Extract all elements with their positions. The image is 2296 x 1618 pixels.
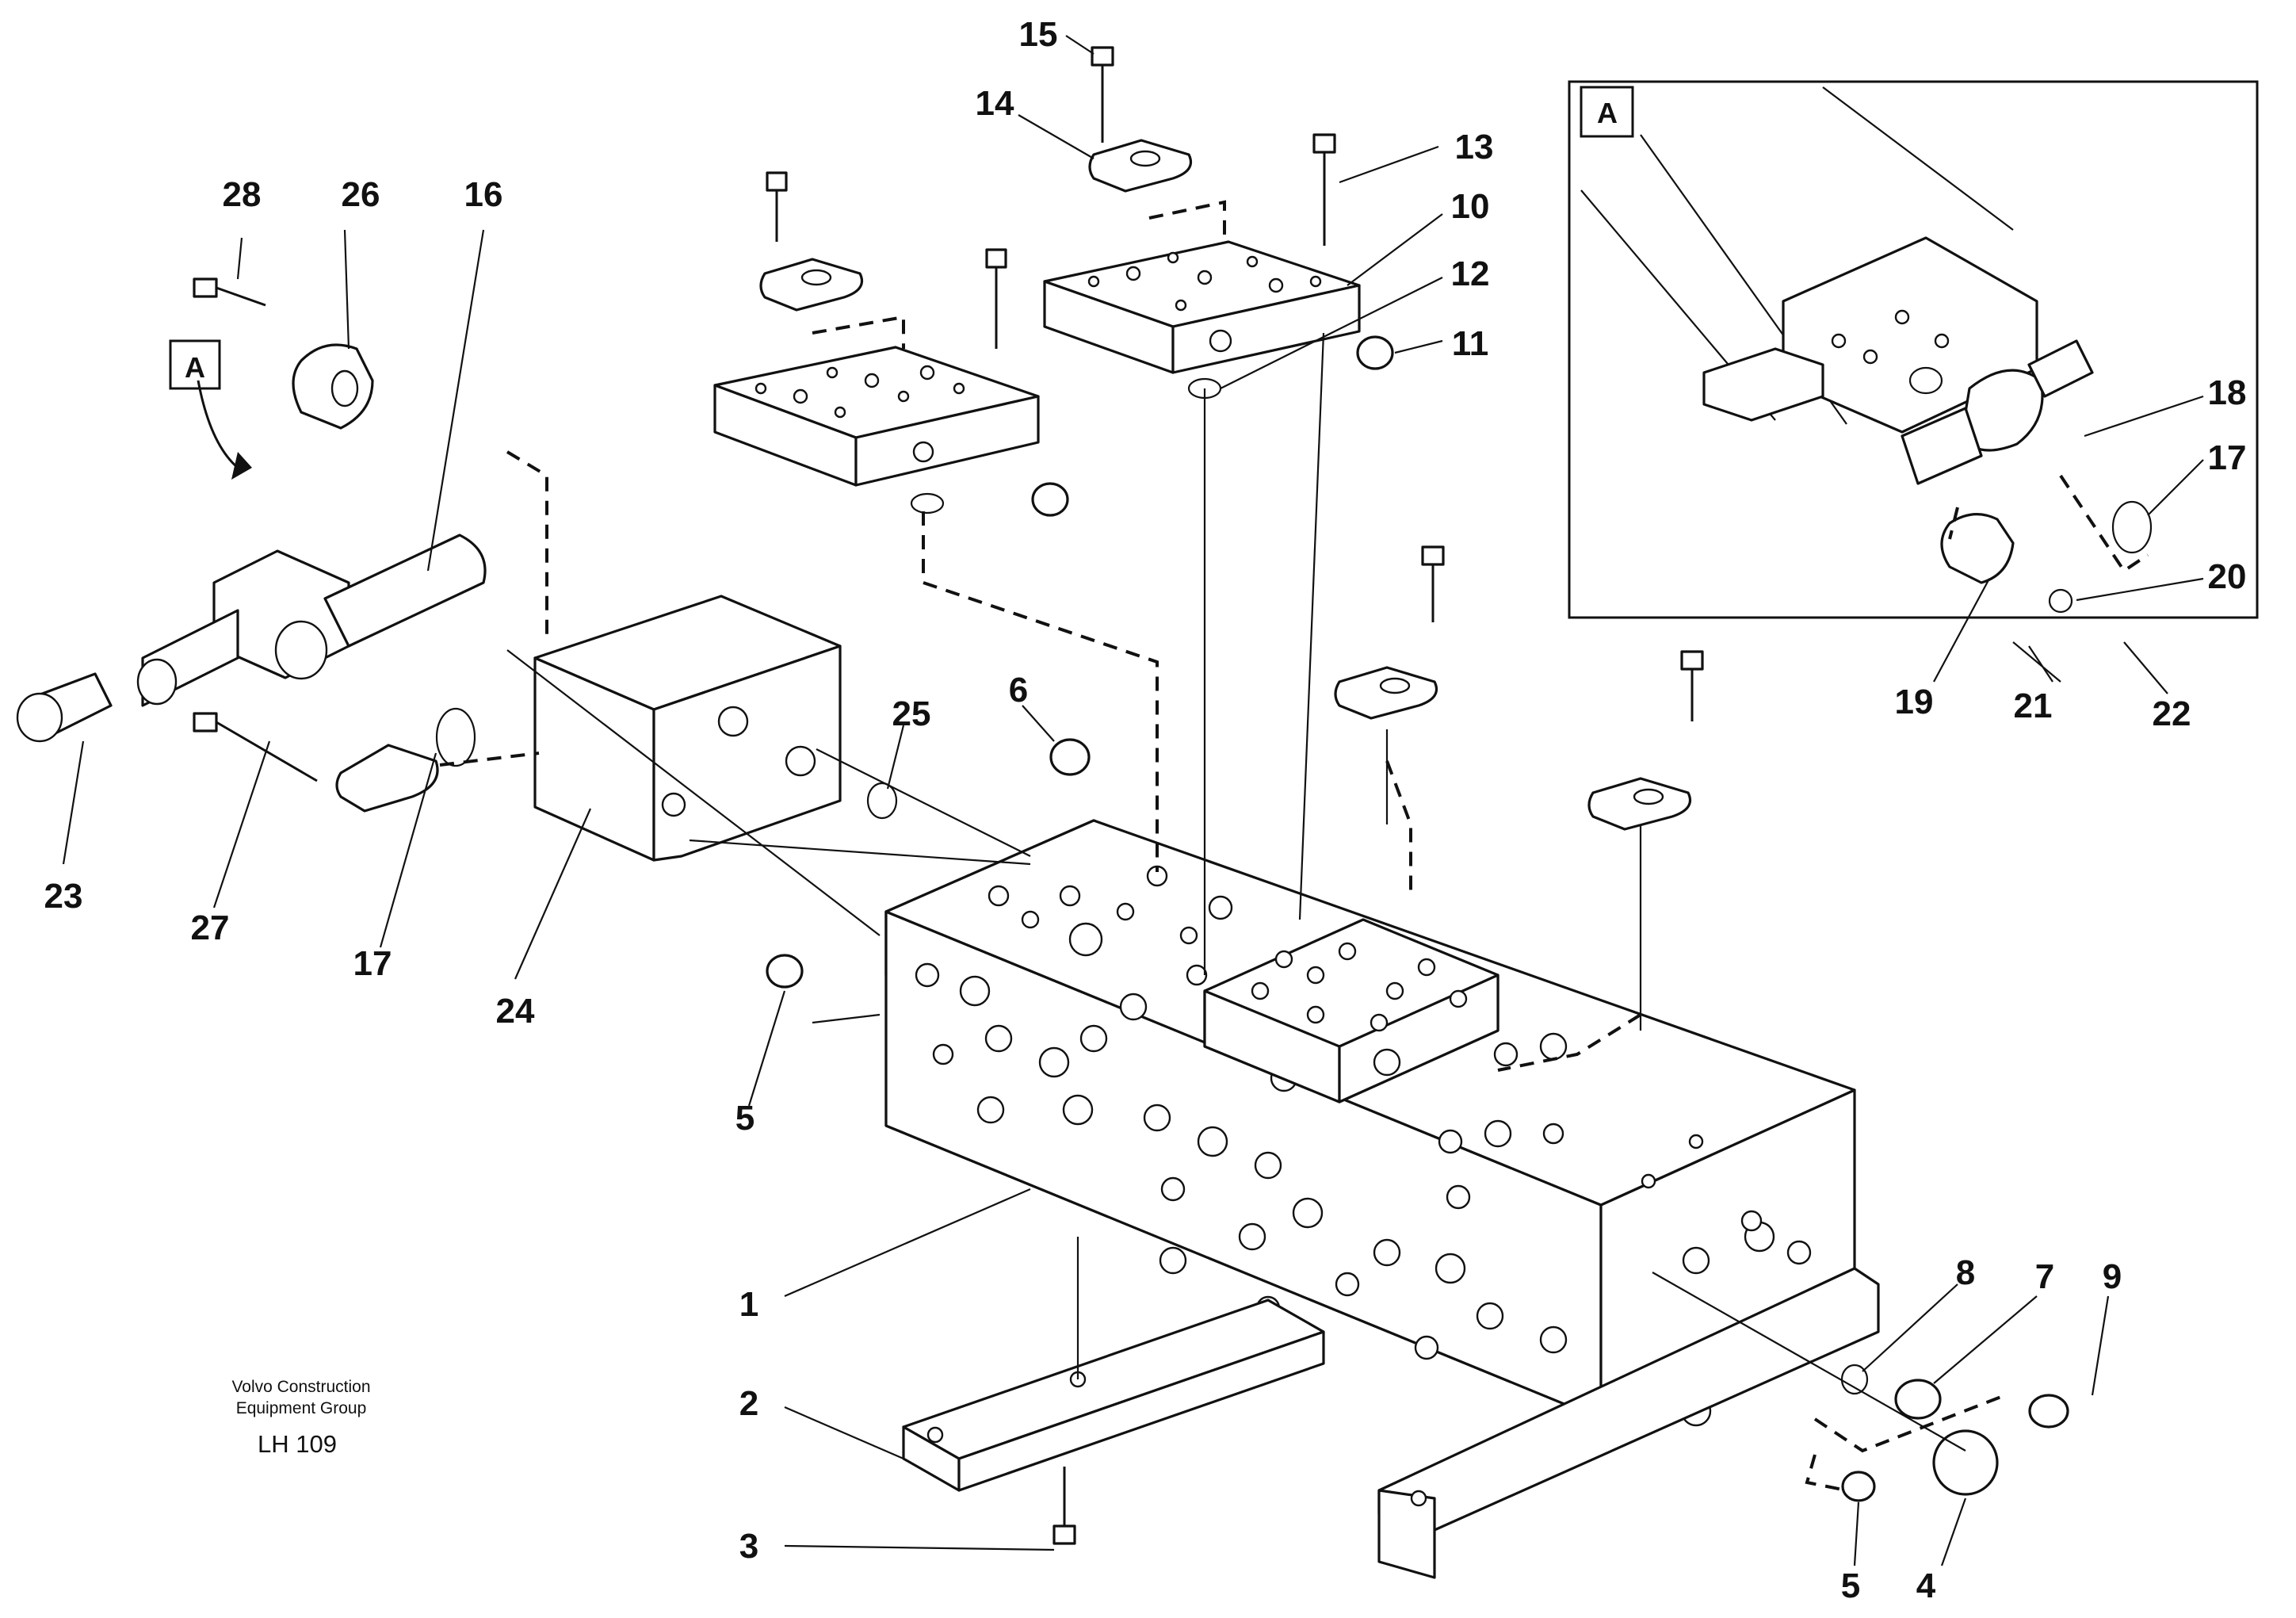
callout-11: 11: [1452, 324, 1489, 363]
main-valve-block: [884, 819, 1856, 1427]
detail-view-marker: A: [1597, 97, 1618, 129]
callout-17-detail: 17: [2208, 438, 2247, 477]
callout-5-right: 5: [1841, 1566, 1860, 1605]
cover-plate-left: [713, 346, 1040, 487]
callout-27: 27: [191, 908, 230, 947]
callout-2: 2: [739, 1384, 758, 1423]
callout-1: 1: [739, 1285, 758, 1324]
callout-10: 10: [1451, 187, 1490, 226]
callout-16: 16: [464, 175, 503, 214]
bolts: [766, 46, 1704, 1545]
view-a-arrow: [169, 339, 252, 480]
callout-6: 6: [1009, 671, 1028, 710]
flange-half-14: [1088, 139, 1193, 193]
callout-3: 3: [739, 1527, 758, 1566]
dashed-connection-lines: [439, 200, 2006, 1492]
document-code: LH 109: [258, 1430, 337, 1458]
flange-half-far-right: [1587, 777, 1692, 831]
detail-view-frame: [1568, 80, 2259, 683]
screw-28: [193, 277, 266, 307]
connector-16: [136, 534, 487, 707]
callout-14: 14: [976, 84, 1014, 123]
callout-20: 20: [2208, 557, 2247, 596]
callout-23: 23: [44, 877, 83, 916]
callout-17-left: 17: [353, 944, 392, 983]
callout-21: 21: [2014, 687, 2053, 725]
caption-line-2: Equipment Group: [236, 1399, 367, 1417]
callout-13: 13: [1455, 128, 1494, 166]
flange-26: [292, 343, 374, 430]
callout-8: 8: [1956, 1253, 1975, 1292]
callout-22: 22: [2153, 694, 2191, 733]
callout-28: 28: [223, 175, 262, 214]
flange-half-27: [335, 744, 439, 813]
nipple-23: [16, 672, 113, 743]
callout-15: 15: [1019, 15, 1058, 54]
cover-plate-right: [1043, 240, 1361, 374]
caption-line-1: Volvo Construction: [231, 1378, 370, 1396]
flange-half-left-plate: [759, 258, 864, 312]
leader-lines: [62, 35, 2110, 1566]
callout-18: 18: [2208, 373, 2247, 412]
callout-25: 25: [892, 694, 931, 733]
plugs: [766, 335, 2069, 1502]
callout-24: 24: [496, 992, 535, 1031]
callout-26: 26: [342, 175, 380, 214]
screw-27: [193, 712, 318, 782]
callout-7: 7: [2035, 1257, 2054, 1296]
adapter-block-24: [533, 595, 842, 862]
callout-9: 9: [2103, 1257, 2122, 1296]
support-bar-rear: [1377, 1267, 1880, 1579]
callout-4: 4: [1916, 1566, 1936, 1605]
support-bar-front: [902, 1299, 1325, 1492]
flange-half-mid-right: [1334, 666, 1438, 720]
callout-12: 12: [1451, 254, 1490, 293]
callout-19: 19: [1895, 683, 1934, 721]
callout-5-left: 5: [735, 1099, 755, 1138]
view-reference-marker: A: [185, 351, 205, 384]
